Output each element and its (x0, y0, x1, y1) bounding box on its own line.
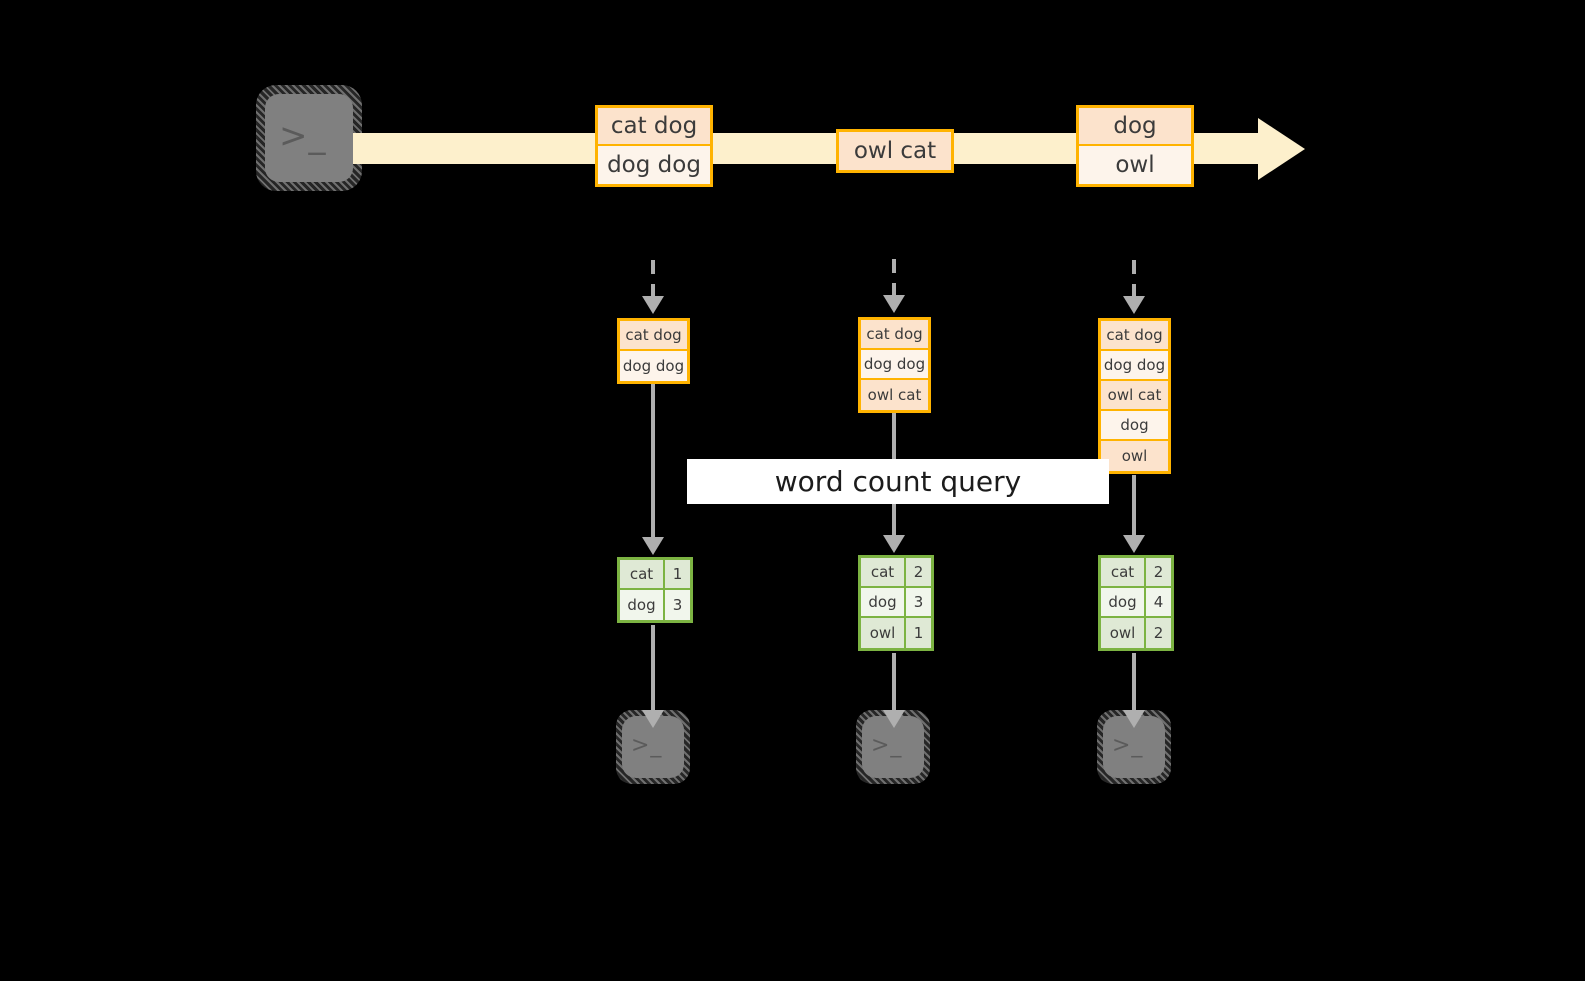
snapshot-input-2: cat dog dog dog owl cat (858, 317, 931, 413)
query-banner-label: word count query (774, 465, 1022, 498)
snapshot-input-1: cat dog dog dog (617, 318, 690, 384)
result-word: dog (620, 590, 665, 620)
terminal-prompt-glyph: >_ (631, 733, 663, 758)
result-count: 1 (665, 560, 690, 588)
sink-connector-1 (651, 625, 655, 710)
stream-record-2: owl cat (836, 129, 954, 173)
result-count: 2 (906, 558, 931, 586)
snapshot-tap-arrowhead-icon-1 (642, 296, 664, 314)
result-row: dog 3 (861, 588, 931, 618)
snapshot-tap-arrowhead-icon-2 (883, 295, 905, 313)
query-arrowhead-icon-2 (883, 535, 905, 553)
snapshot-input-line: dog dog (620, 351, 687, 381)
snapshot-input-line: dog dog (1101, 351, 1168, 381)
sink-arrowhead-icon-3 (1123, 710, 1145, 728)
result-count: 3 (665, 590, 690, 620)
stream-record-1: cat dog dog dog (595, 105, 713, 187)
result-word: owl (1101, 618, 1146, 648)
snapshot-input-line: cat dog (620, 321, 687, 351)
query-connector-1 (651, 382, 655, 537)
terminal-face: >_ (1103, 716, 1165, 778)
stream-record-line: owl cat (839, 132, 951, 170)
result-word: cat (620, 560, 665, 588)
result-row: cat 2 (1101, 558, 1171, 588)
result-word: owl (861, 618, 906, 648)
source-terminal-icon: >_ (256, 85, 362, 191)
result-word: dog (861, 588, 906, 616)
query-arrowhead-icon-1 (642, 537, 664, 555)
sink-arrowhead-icon-1 (642, 710, 664, 728)
stream-record-line: cat dog (598, 108, 710, 146)
stream-record-line: owl (1079, 146, 1191, 184)
result-row: dog 4 (1101, 588, 1171, 618)
result-count: 4 (1146, 588, 1171, 616)
result-count: 2 (1146, 618, 1171, 648)
stream-record-3: dog owl (1076, 105, 1194, 187)
sink-connector-2 (892, 653, 896, 710)
snapshot-tap-connector-1 (651, 260, 655, 296)
terminal-prompt-glyph: >_ (1112, 733, 1144, 758)
snapshot-input-line: dog dog (861, 350, 928, 380)
snapshot-input-line: owl cat (861, 380, 928, 410)
snapshot-input-line: owl cat (1101, 381, 1168, 411)
result-table-2: cat 2 dog 3 owl 1 (858, 555, 934, 651)
terminal-prompt-glyph: >_ (279, 116, 327, 156)
result-row: owl 1 (861, 618, 931, 648)
snapshot-input-line: dog (1101, 411, 1168, 441)
stream-arrow-head-icon (1258, 118, 1305, 180)
sink-arrowhead-icon-2 (883, 710, 905, 728)
result-word: dog (1101, 588, 1146, 616)
stream-record-line: dog dog (598, 146, 710, 184)
result-row: cat 1 (620, 560, 690, 590)
result-table-3: cat 2 dog 4 owl 2 (1098, 555, 1174, 651)
snapshot-tap-arrowhead-icon-3 (1123, 296, 1145, 314)
snapshot-input-line: owl (1101, 441, 1168, 471)
terminal-face: >_ (265, 94, 353, 182)
result-count: 2 (1146, 558, 1171, 586)
result-word: cat (1101, 558, 1146, 586)
sink-connector-3 (1132, 653, 1136, 710)
result-row: cat 2 (861, 558, 931, 588)
result-row: dog 3 (620, 590, 690, 620)
result-table-1: cat 1 dog 3 (617, 557, 693, 623)
query-arrowhead-icon-3 (1123, 535, 1145, 553)
snapshot-input-line: cat dog (861, 320, 928, 350)
snapshot-input-line: cat dog (1101, 321, 1168, 351)
result-row: owl 2 (1101, 618, 1171, 648)
stream-record-line: dog (1079, 108, 1191, 146)
query-banner: word count query (687, 459, 1109, 504)
snapshot-input-3: cat dog dog dog owl cat dog owl (1098, 318, 1171, 474)
result-count: 3 (906, 588, 931, 616)
result-word: cat (861, 558, 906, 586)
snapshot-tap-connector-3 (1132, 260, 1136, 296)
result-count: 1 (906, 618, 931, 648)
query-connector-3 (1132, 475, 1136, 535)
terminal-prompt-glyph: >_ (871, 733, 903, 758)
snapshot-tap-connector-2 (892, 259, 896, 295)
